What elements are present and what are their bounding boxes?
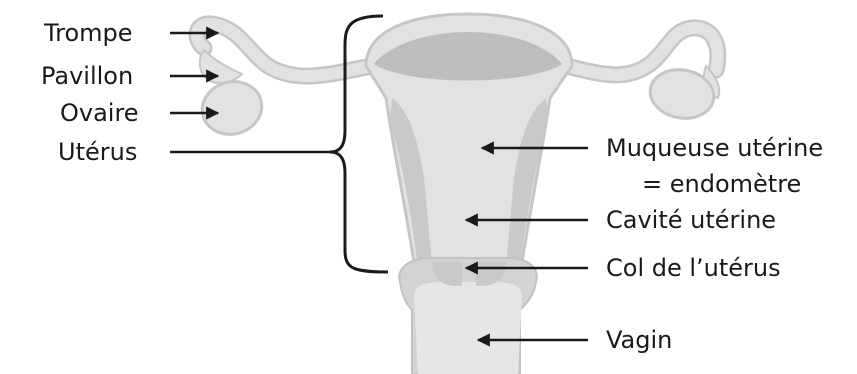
label-pavillon: Pavillon [41, 62, 133, 90]
label-vagin: Vagin [606, 326, 672, 354]
label-trompe: Trompe [44, 19, 133, 47]
label-cavite: Cavité utérine [606, 206, 776, 234]
label-muqueuse: Muqueuse utérine [606, 134, 823, 162]
uterus-body [366, 14, 572, 286]
label-col: Col de l’utérus [606, 254, 781, 282]
vagina [399, 258, 536, 374]
right-ovary-group [646, 65, 719, 123]
label-ovaire: Ovaire [60, 99, 139, 127]
label-endometre: = endomètre [642, 170, 801, 198]
label-uterus: Utérus [58, 138, 137, 166]
